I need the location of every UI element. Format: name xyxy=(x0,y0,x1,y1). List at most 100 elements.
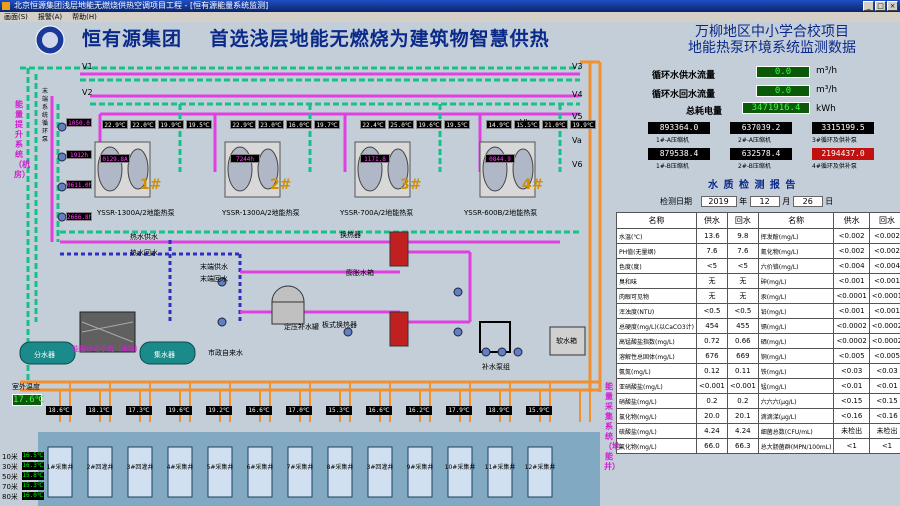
energy-move-label: 能量移动系统（末端） xyxy=(72,345,142,353)
window-titlebar: 北京恒源集团浅层地能无燃烧供热空调项目工程 - [恒有源能量系统监测] _ □ … xyxy=(0,0,900,12)
menu-alarm[interactable]: 报警(A) xyxy=(37,13,63,21)
col-return-2: 回水 xyxy=(868,212,900,229)
soft-tank-label: 软水箱 xyxy=(556,337,577,345)
well-name: 1#采集井 xyxy=(46,464,74,471)
header-title: 恒有源集团 首选浅层地能无燃烧为建筑物智慧供热 xyxy=(82,24,550,51)
return-flow-value: 0.0 xyxy=(756,85,810,97)
table-cell: 臭和味 xyxy=(616,273,697,289)
depth-temperature: 15.3℃ xyxy=(22,482,44,490)
pipe-label-vb: Vb xyxy=(520,118,531,127)
power-label: 总耗电量 xyxy=(686,107,723,117)
table-cell: <1 xyxy=(868,438,900,454)
company-name: 恒有源集团 xyxy=(82,28,183,50)
table-cell: <0.0001 xyxy=(833,288,870,304)
return-flow-unit: m³/h xyxy=(816,85,838,95)
table-cell: <0.03 xyxy=(868,363,900,379)
table-cell: <5 xyxy=(695,258,728,274)
menu-bar: 画面(S) 报警(A) 帮助(H) xyxy=(0,12,900,22)
table-cell: 无 xyxy=(726,288,759,304)
pipe-diagram xyxy=(19,25,602,506)
meter-4: 2194437.0 xyxy=(812,148,874,160)
table-cell: <0.5 xyxy=(695,303,728,319)
table-cell: <0.001 xyxy=(833,303,870,319)
hot-return-label: 热水回水 xyxy=(130,249,158,257)
pump-runtime-4: 2666.8h xyxy=(66,212,93,221)
power-value: 3471916.4 xyxy=(742,102,810,114)
pipe-label-v3: V3 xyxy=(572,62,583,71)
table-cell: 硝酸盐(mg/L) xyxy=(616,393,697,409)
depth-temperature: 16.3℃ xyxy=(22,462,44,470)
meter-4-label: 4#循环及供补泵 xyxy=(812,163,857,170)
table-cell: 未检出 xyxy=(868,423,900,439)
outdoor-temp-label: 室外温度 xyxy=(12,383,40,391)
pipe-label-v1: V1 xyxy=(82,62,93,71)
table-cell: 7.6 xyxy=(726,243,759,259)
report-date: 检测日期 2019 年 12 月 26 日 xyxy=(660,196,833,207)
menu-help[interactable]: 帮助(H) xyxy=(72,13,97,21)
well-temperature: 18.9℃ xyxy=(486,406,512,415)
table-cell: 高锰酸盐指数(mg/L) xyxy=(616,333,697,349)
well-temperature: 16.6℃ xyxy=(366,406,392,415)
supply-pump-group-label: 补水泵组 xyxy=(482,363,510,371)
well-temperature: 17.0℃ xyxy=(286,406,312,415)
table-cell: 无 xyxy=(726,273,759,289)
table-cell: <0.001 xyxy=(868,303,900,319)
depth-label: 80米 xyxy=(2,493,18,501)
pressure-tank-label: 定压补水罐 xyxy=(284,323,319,331)
table-cell: 0.12 xyxy=(695,363,728,379)
table-cell: 0.2 xyxy=(726,393,759,409)
scada-canvas: 恒有源集团 首选浅层地能无燃烧为建筑物智慧供热 万柳地区中小学合校项目 地能热泵… xyxy=(0,22,900,506)
table-cell: 铅(mg/L) xyxy=(757,303,835,319)
well-temperature: 19.2℃ xyxy=(206,406,232,415)
supply-flow-unit: m³/h xyxy=(816,66,838,76)
heatpump-1-temp-3: 19.9℃ xyxy=(158,120,184,129)
report-year: 2019 xyxy=(700,196,737,207)
depth-temperature: 16.0℃ xyxy=(22,492,44,500)
well-name: 5#采集井 xyxy=(206,464,234,471)
table-cell: 细菌总数(CFU/mL) xyxy=(757,423,835,439)
table-cell: <0.001 xyxy=(868,273,900,289)
well-temperature: 16.6℃ xyxy=(246,406,272,415)
table-cell: <0.01 xyxy=(833,378,870,394)
report-day: 26 xyxy=(792,196,823,207)
menu-screen[interactable]: 画面(S) xyxy=(4,13,28,21)
pipe-label-v5: V5 xyxy=(572,112,583,121)
table-cell: <0.0002 xyxy=(868,318,900,334)
table-cell: <0.0002 xyxy=(833,333,870,349)
close-button[interactable]: × xyxy=(887,1,898,11)
heatpump-2-temp-4: 19.7℃ xyxy=(314,120,340,129)
heatpump-4-name: YSSR-600B/2地能热泵 xyxy=(464,209,538,217)
table-cell: <0.0002 xyxy=(868,333,900,349)
depth-label: 70米 xyxy=(2,483,18,491)
table-cell: 454 xyxy=(695,318,728,334)
table-cell: <0.005 xyxy=(833,348,870,364)
well-name: 11#采集井 xyxy=(484,464,516,471)
well-name: 6#采集井 xyxy=(246,464,274,471)
maximize-button[interactable]: □ xyxy=(875,1,886,11)
heatpump-3-name: YSSR-700A/2地能热泵 xyxy=(340,209,414,217)
energy-collect-label: 能量采集系统（地能井） xyxy=(604,382,620,471)
table-cell: <0.5 xyxy=(726,303,759,319)
heatpump-4-temp-3: 21.0℃ xyxy=(542,120,568,129)
table-cell: 676 xyxy=(695,348,728,364)
table-cell: 六价铬(mg/L) xyxy=(757,258,835,274)
well-name: 3#回灌井 xyxy=(126,464,154,471)
report-day-unit: 日 xyxy=(825,197,834,206)
depth-temperature: 15.8℃ xyxy=(22,472,44,480)
report-month-unit: 月 xyxy=(782,197,791,206)
table-cell: 氟化物(mg/L) xyxy=(616,438,697,454)
end-supply-label: 末端供水 xyxy=(200,263,228,271)
well-temperature: 18.6℃ xyxy=(46,406,72,415)
project-line1: 万柳地区中小学合校项目 xyxy=(695,24,849,40)
table-cell: 挥发酚(mg/L) xyxy=(757,228,835,244)
heatpump-2-amp: 7244h xyxy=(230,154,260,163)
minimize-button[interactable]: _ xyxy=(863,1,874,11)
window-title: 北京恒源集团浅层地能无燃烧供热空调项目工程 - [恒有源能量系统监测] xyxy=(14,1,269,10)
table-row: 臭和味无无砷(mg/L)<0.001<0.001 xyxy=(616,273,900,289)
heatpump-2-temp-2: 23.0℃ xyxy=(258,120,284,129)
table-cell: <0.001 xyxy=(726,378,759,394)
table-cell: 氰化物(mg/L) xyxy=(757,243,835,259)
